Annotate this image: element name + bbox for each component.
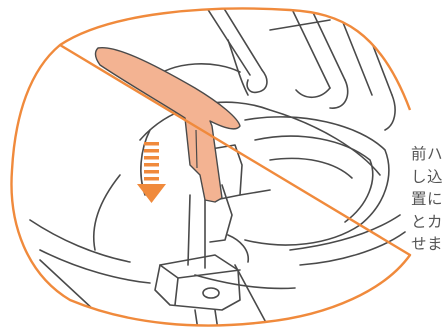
instruction-text: 前ハ し込 置に とカ せま: [411, 143, 445, 256]
instruction-line-5: せま: [411, 233, 445, 256]
instruction-line-1: 前ハ: [411, 143, 445, 166]
instruction-line-3: 置に: [411, 188, 445, 211]
instruction-line-4: とカ: [411, 211, 445, 234]
instruction-line-2: し込: [411, 166, 445, 189]
